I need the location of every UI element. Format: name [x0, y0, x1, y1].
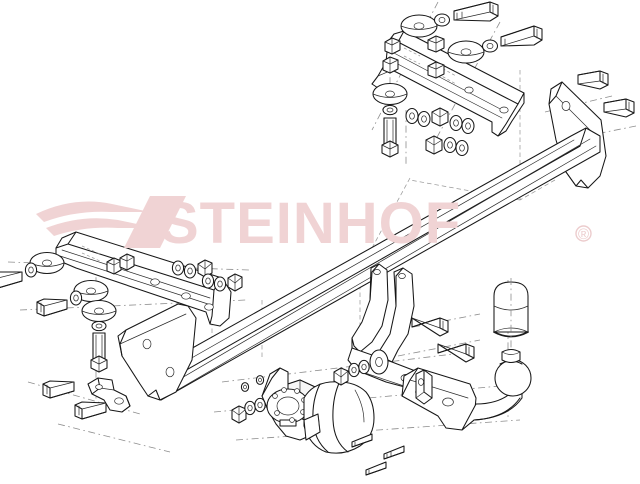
- hex-nut: [231, 405, 247, 424]
- screw: [383, 445, 405, 460]
- fastener-group-right-plate: [577, 70, 635, 118]
- washer: [254, 397, 266, 413]
- fastener-group-socket: [231, 349, 389, 424]
- washer: [461, 117, 475, 135]
- washer: [255, 375, 265, 385]
- fastener-group-upper-left-vertical: [372, 82, 408, 158]
- hex-bolt: [74, 401, 107, 420]
- hex-bolt: [603, 98, 635, 118]
- hex-bolt: [411, 317, 449, 337]
- washer: [24, 262, 38, 278]
- washer: [213, 276, 227, 292]
- fastener-cluster-upper-mid: [405, 107, 475, 157]
- washer: [29, 251, 65, 275]
- socket-screws: [351, 433, 405, 476]
- washer: [382, 104, 398, 116]
- socket-side-bracket: [415, 369, 433, 405]
- left-end-plate: [117, 303, 197, 401]
- screw: [365, 461, 387, 476]
- washer: [400, 14, 438, 38]
- hex-nut: [119, 253, 135, 271]
- washer: [358, 359, 370, 375]
- hex-bolt: [0, 271, 23, 288]
- seated-hex-nuts-left-rail: [106, 253, 135, 275]
- hex-bolt: [90, 332, 108, 373]
- hex-bolt: [453, 1, 499, 22]
- washer: [244, 400, 256, 416]
- upper-right-bracket: [371, 30, 525, 137]
- hex-bolt: [577, 70, 609, 90]
- hex-bolt: [36, 298, 68, 317]
- washer: [417, 110, 431, 128]
- hex-bolt: [500, 25, 543, 47]
- washer: [455, 139, 469, 157]
- screw: [351, 433, 373, 448]
- hex-bolt: [42, 380, 75, 399]
- washer: [443, 136, 457, 154]
- fastener-group-top: [400, 1, 543, 64]
- washer: [447, 40, 485, 64]
- washer: [449, 114, 463, 132]
- washer: [201, 273, 215, 289]
- washer: [183, 263, 197, 279]
- washer: [240, 382, 250, 392]
- washer: [91, 320, 107, 332]
- washer: [369, 349, 389, 375]
- hex-bolt: [437, 343, 475, 363]
- clamp-bracket: [87, 377, 131, 413]
- hex-bolt: [381, 117, 399, 158]
- washer: [171, 260, 185, 276]
- hex-nut: [333, 367, 349, 386]
- fastener-group-left: [0, 251, 243, 420]
- washer: [433, 13, 451, 27]
- washer: [481, 39, 499, 53]
- washer: [69, 290, 83, 306]
- electrical-socket: [303, 380, 375, 454]
- hex-nut: [227, 273, 243, 292]
- seated-hex-nuts-upper: [382, 35, 445, 79]
- fastener-group-hanger: [411, 317, 475, 363]
- hex-nut: [425, 135, 443, 155]
- washer: [81, 299, 117, 323]
- hex-nut: [431, 107, 449, 127]
- hex-nut: [106, 257, 122, 275]
- washer: [372, 82, 408, 106]
- washer: [348, 362, 360, 378]
- washer: [405, 107, 419, 125]
